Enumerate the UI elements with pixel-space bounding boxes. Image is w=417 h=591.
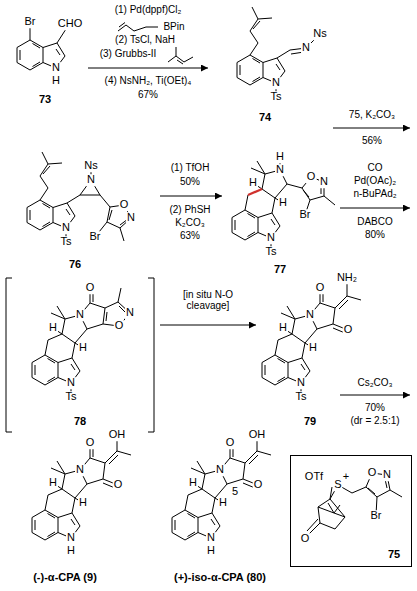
atom-label: O [225,437,236,449]
atom-label: O [367,467,378,479]
compound-number: 79 [303,416,317,428]
reagent-text: Cs₂CO₃ [356,378,393,389]
atom-label: Ns [83,160,98,172]
atom-label: H [51,75,61,87]
atom-label: N [301,42,311,54]
reagent-text: Pd(OAc)₂ [353,176,397,187]
atom-label: H [278,322,288,334]
compound-number: 76 [68,259,82,271]
atom-label: Ns [312,28,327,40]
reagent-text: DABCO [356,217,394,228]
reagent-text: 50% [179,177,201,188]
compound-number: (-)-α-CPA (9) [32,572,98,584]
atom-label: H [78,342,88,354]
atom-label: O [114,320,125,332]
atom-label: Ts [65,391,78,403]
atom-label: N [51,62,61,74]
atom-label: OTf [304,471,324,483]
atom-label: N [75,464,85,476]
reagent-text: 67% [137,90,159,101]
atom-label: N [305,309,315,321]
atom-label: H [48,477,58,489]
atom-label: N [266,232,276,244]
atom-label: N [296,377,306,389]
atom-label: H [248,177,258,189]
atom-label: Br [24,16,37,28]
reagent-text: 56% [361,136,383,147]
reagent-text: 80% [364,230,386,241]
compound-number: 73 [38,94,52,106]
reagent-text: 70% [364,403,386,414]
atom-label: OH [248,429,267,441]
compound-number: 74 [258,112,272,124]
atom-label: H [206,545,216,557]
reagent-text: (1) TfOH [170,163,211,174]
atom-label: O [119,199,130,211]
reagent-text: 63% [179,231,201,242]
atom-label: + [342,471,350,483]
atom-label: N [125,307,135,319]
reagent-text: (2) PhSH [168,205,211,216]
atom-label: H [78,497,88,509]
reagent-text: (3) Grubbs-II [99,49,158,60]
atom-label: N [382,469,392,481]
reagent-text: (2) TsCl, NaH [114,35,176,46]
compound-number: 77 [273,264,287,276]
atom-label: N [215,464,225,476]
atom-label: N [61,222,71,234]
atom-label: H [278,197,288,209]
atom-label: H [188,477,198,489]
atom-label: N [66,377,76,389]
reagent-note: [in situ N-O cleavage] [161,290,255,311]
atom-label: Ts [265,246,278,258]
reagent-text: CO [367,163,384,174]
atom-label: N [66,532,76,544]
atom-label: O [315,282,326,294]
compound-number: 75 [387,549,401,561]
atom-label: Br [370,510,383,522]
atom-label: N [319,176,329,188]
compound-number: 78 [73,416,87,428]
reagent-text: K₂CO₃ [174,218,206,229]
reagent-text: n-BuPAd₂ [352,189,397,200]
atom-label: N [275,164,285,176]
atom-label: H [48,322,58,334]
atom-label: Br [89,231,102,243]
atom-label: Ts [270,91,283,103]
atom-label: N [206,532,216,544]
atom-label: Ts [60,236,73,248]
atom-label: O [85,282,96,294]
reagent-text: (1) Pd(dppf)Cl₂ [114,5,183,16]
atom-label: N [75,309,85,321]
atom-label: H [66,545,76,557]
atom-label: O [343,324,354,336]
atom-label: NH₂ [336,272,358,284]
atom-label: N [126,212,136,224]
atom-label: H [275,151,285,163]
atom-label: H [218,497,228,509]
reagent-text: (dr = 2.5:1) [349,416,400,427]
atom-label: N [271,77,281,89]
reagent-text: 75, K₂CO₃ [348,110,396,121]
atom-label: O [85,437,96,449]
atom-label: O [253,479,264,491]
atom-label: N [86,174,96,186]
compound-number: (+)-iso-α-CPA (80) [173,572,267,584]
atom-label: Ts [295,391,308,403]
atom-label: O [113,479,124,491]
atom-label: 5 [231,486,239,498]
atom-label: H [308,342,318,354]
reagent-box: S+OTfONBrO75 [290,455,412,567]
atom-label: O [300,533,311,545]
structures [6,7,410,540]
reagent-text: (4) NsNH₂, Ti(OEt)₄ [104,76,193,87]
atom-label: Br [299,209,312,221]
atom-label: O [306,171,317,183]
atom-label: CHO [57,18,83,30]
reagent-text: BPin [162,22,185,33]
atom-label: OH [108,429,127,441]
